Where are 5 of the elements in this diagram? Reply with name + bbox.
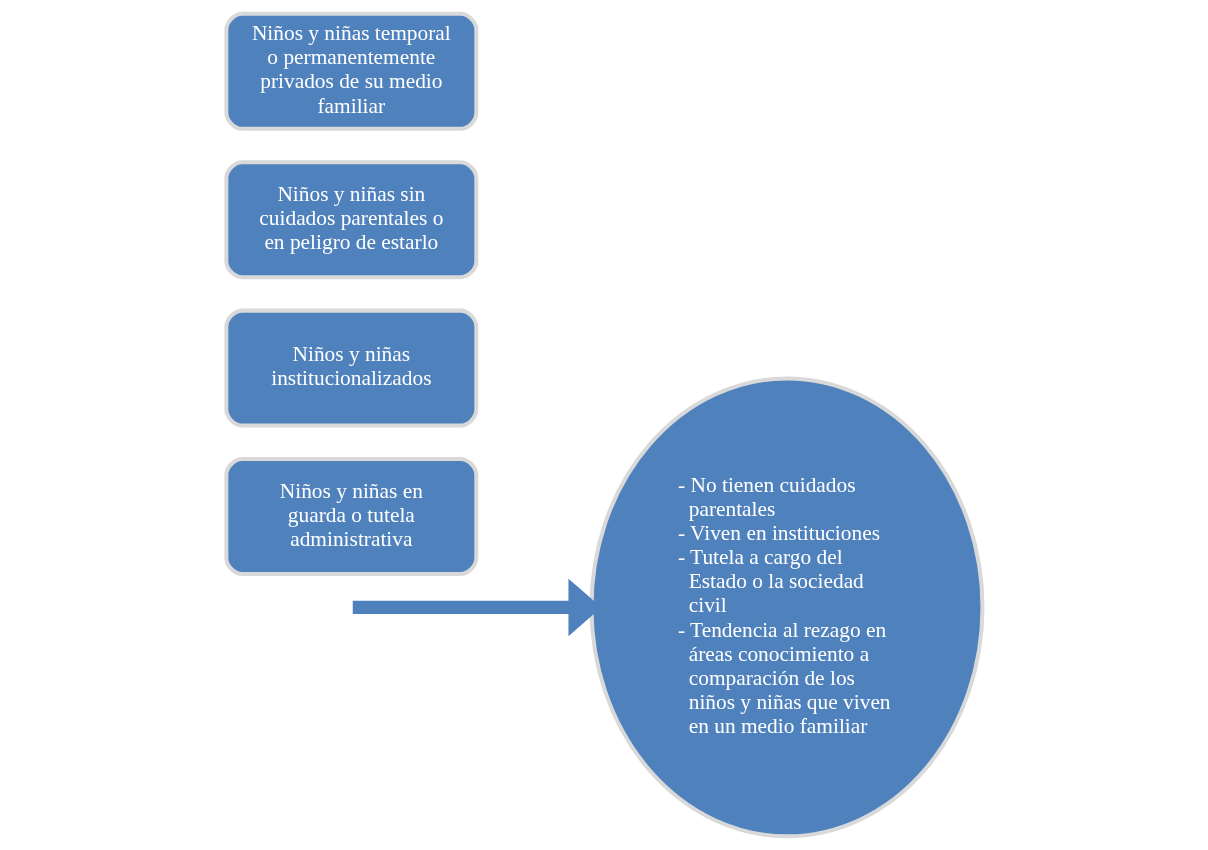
node-box: Niños y niñas institucionalizados [223, 308, 478, 428]
node-box: Niños y niñas sin cuidados parentales o en peligro de estarlo [223, 160, 478, 280]
node-ellipse: - No tienen cuidados parentales - Viven en instituciones - Tutela a cargo del Estado o la sociedad civil - Tendencia al rezago en áreas conocimiento a comparación de los niños y niñas que viven en un medio familiar [588, 376, 984, 839]
node-box: Niños y niñas temporal o permanentemente privados de su medio familiar [223, 11, 478, 131]
node-box: Niños y niñas en guarda o tutela administrativa [223, 457, 478, 576]
